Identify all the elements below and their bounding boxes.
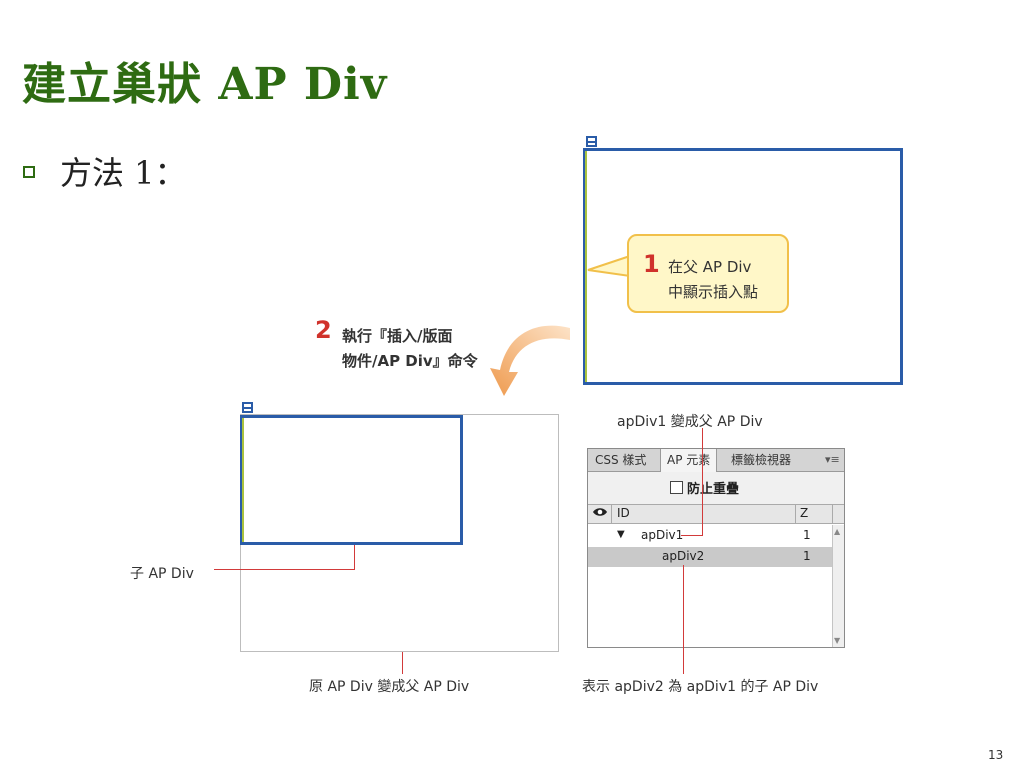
prevent-overlap-row [588, 472, 844, 504]
method-heading: 方法 1： [60, 154, 187, 192]
panel-scrollbar[interactable] [832, 525, 844, 647]
callout-pointer [587, 254, 632, 278]
bullet-square-icon [23, 166, 35, 178]
list-item-name: apDiv2 [662, 549, 705, 563]
step-2-number: 2 [315, 316, 332, 344]
list-item-z: 1 [803, 549, 811, 563]
page-title: 建立巢狀 AP Div [22, 59, 388, 110]
tab-ap-elements[interactable]: AP 元素 [660, 449, 718, 472]
column-header-id[interactable]: ID [617, 506, 630, 520]
callout-step-1-number: 1 [643, 250, 660, 278]
column-divider [832, 505, 833, 523]
list-item-name: apDiv1 [641, 528, 684, 542]
column-divider [611, 505, 612, 523]
child-ap-div-box[interactable] [240, 415, 463, 545]
apdiv2-child-label: 表示 apDiv2 為 apDiv1 的子 AP Div [582, 679, 819, 695]
insertion-point-caret [585, 151, 587, 382]
apdiv1-becomes-parent-label: apDiv1 變成父 AP Div [617, 414, 763, 430]
list-item[interactable] [588, 526, 832, 546]
prevent-overlap-label: 防止重疊 [687, 482, 740, 497]
tab-tag-inspector[interactable]: 標籤檢視器 [731, 453, 792, 467]
page-number: 13 [988, 748, 1004, 762]
list-item-z: 1 [803, 528, 811, 542]
leader-line [214, 569, 355, 570]
ap-div-handle-icon[interactable] [586, 136, 597, 147]
scroll-down-icon[interactable]: ▼ [834, 636, 841, 645]
callout-step-1-line2: 中顯示插入點 [668, 283, 759, 301]
callout-step-1 [627, 234, 789, 313]
column-header-z[interactable]: Z [800, 506, 809, 520]
leader-line [681, 535, 703, 536]
list-item-selected[interactable] [588, 547, 832, 567]
callout-step-1-line1: 在父 AP Div [668, 258, 752, 276]
step-2-line2: 物件/AP Div』命令 [342, 352, 478, 370]
leader-line [702, 428, 703, 536]
leader-line [402, 652, 403, 674]
child-insertion-caret [242, 418, 244, 542]
list-header-row [588, 504, 844, 524]
expand-triangle-icon[interactable]: ▼ [617, 529, 625, 540]
step-2-line1: 執行『插入/版面 [342, 327, 453, 345]
leader-line [354, 545, 355, 570]
panel-options-menu-icon[interactable]: ▾≡ [825, 453, 840, 466]
curved-arrow-icon [490, 325, 570, 396]
column-divider [795, 505, 796, 523]
prevent-overlap-checkbox[interactable] [670, 481, 683, 494]
tab-css-styles[interactable]: CSS 樣式 [595, 453, 647, 467]
eye-icon[interactable] [592, 506, 608, 522]
original-becomes-parent-label: 原 AP Div 變成父 AP Div [309, 679, 470, 695]
scroll-up-icon[interactable]: ▲ [834, 527, 841, 536]
child-ap-div-label: 子 AP Div [130, 566, 194, 582]
ap-div-handle-icon[interactable] [242, 402, 253, 413]
leader-line [683, 565, 684, 674]
